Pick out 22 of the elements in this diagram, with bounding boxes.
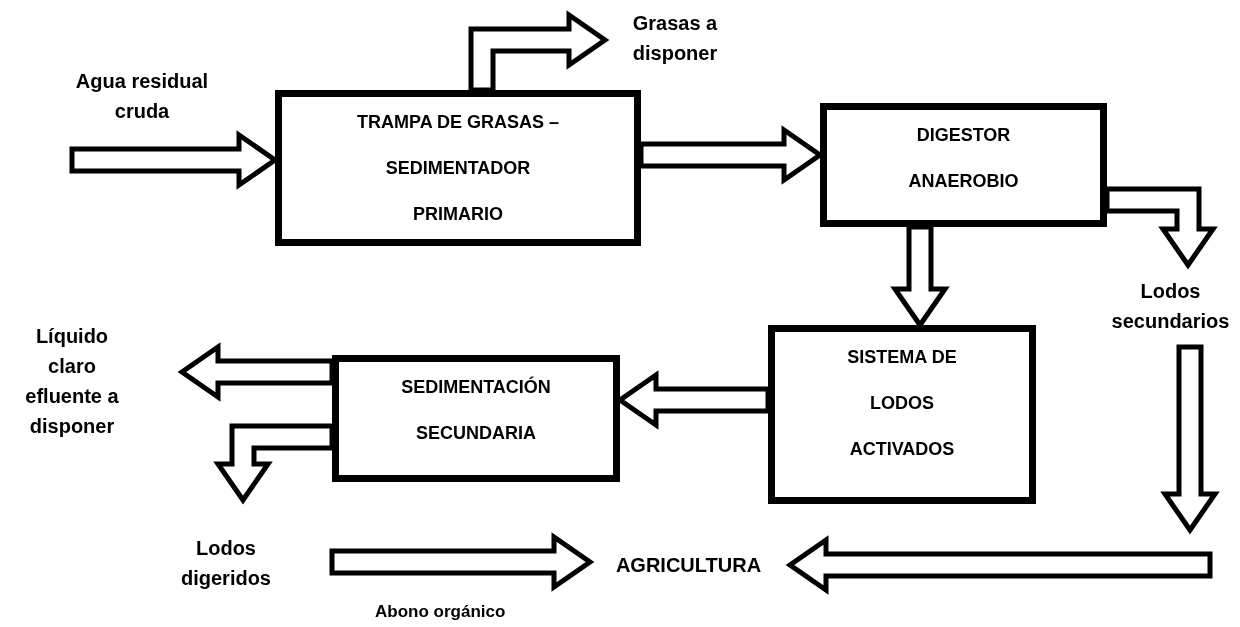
edge-label: Abono orgánico: [375, 602, 506, 622]
block-arrow: [1104, 186, 1218, 270]
block-arrow: [785, 535, 1213, 595]
box-label: TRAMPA DE GRASAS – SEDIMENTADOR PRIMARIO: [356, 111, 560, 226]
block-arrow: [213, 423, 335, 505]
stream-label: Lodos secundarios: [1098, 265, 1240, 347]
stream-label: Grasas a disponer: [605, 8, 745, 70]
block-arrow: [1160, 344, 1220, 535]
process-box: [768, 325, 1036, 504]
process-box: [332, 355, 620, 482]
stream-label: Líquido claro efluente a disponer: [12, 318, 182, 444]
process-box: [275, 90, 641, 246]
block-arrow: [468, 10, 610, 93]
box-label: SISTEMA DE LODOS ACTIVADOS: [846, 346, 958, 461]
block-arrow: [329, 532, 595, 592]
box-label: DIGESTOR ANAEROBIO: [907, 124, 1020, 193]
block-arrow: [177, 342, 335, 402]
stream-label: Agua residual cruda: [72, 66, 212, 172]
stream-label: Lodos digeridos: [165, 500, 332, 597]
stream-label: AGRICULTURA: [590, 547, 790, 583]
process-box: [820, 103, 1107, 227]
box-label: SEDIMENTACIÓN SECUNDARIA: [400, 375, 552, 445]
